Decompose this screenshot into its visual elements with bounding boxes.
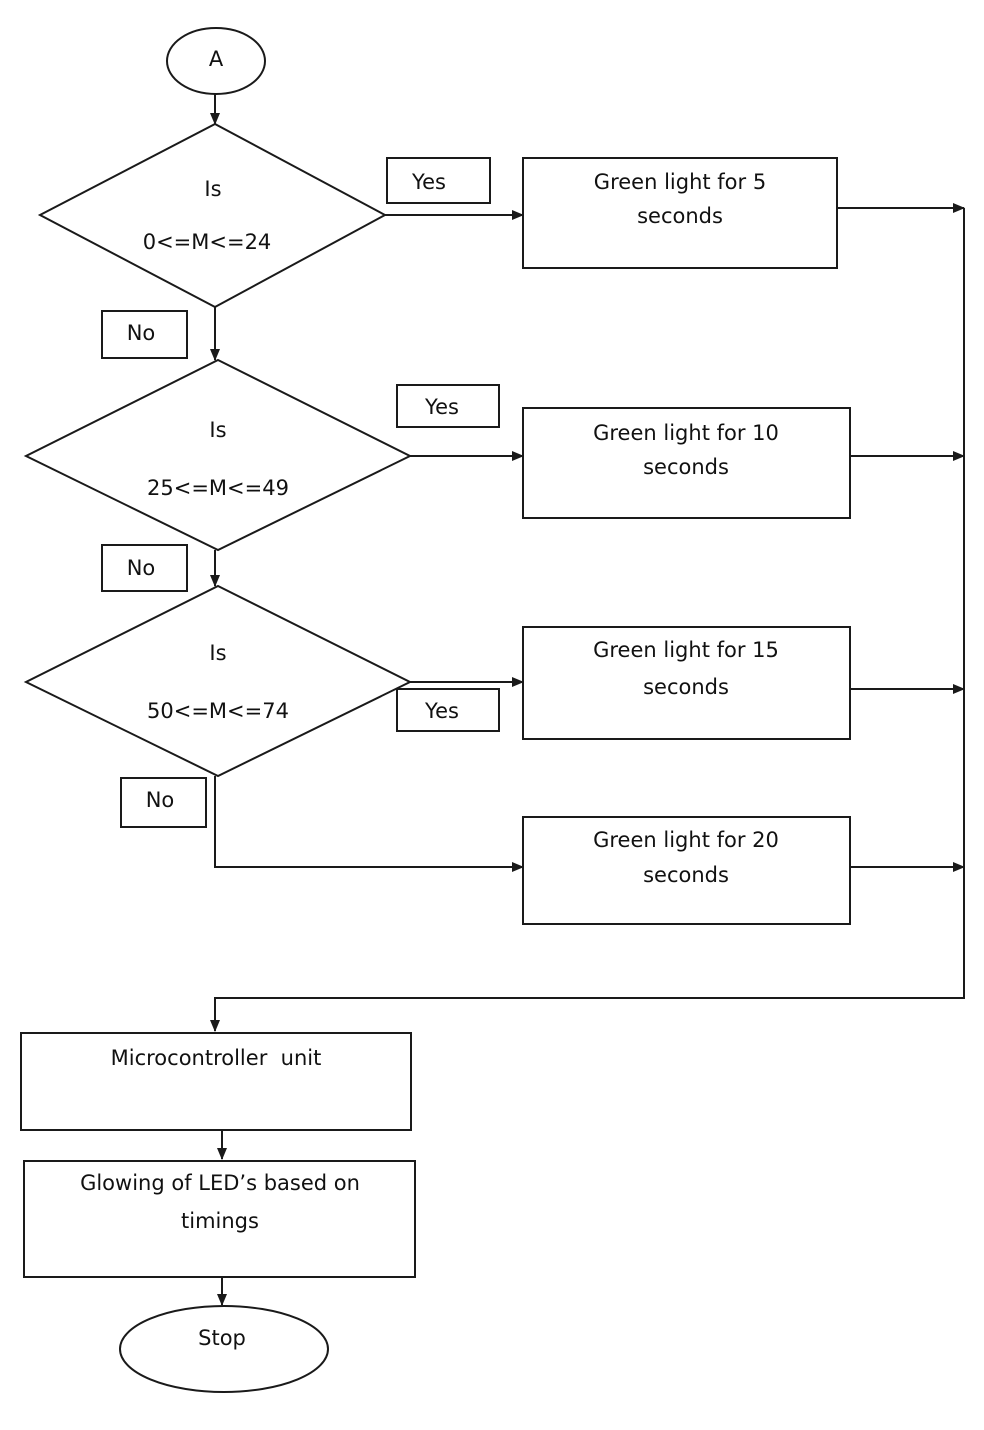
decision-2: Is 25<=M<=49: [23, 358, 413, 552]
no-label-3: No: [120, 777, 207, 828]
decision-1-line-1: Is: [204, 177, 221, 201]
outcome-1-line-1: Green light for 5: [594, 170, 766, 194]
decision-1: Is 0<=M<=24: [37, 122, 388, 309]
decision-3: Is 50<=M<=74: [23, 584, 413, 778]
arrow-bus-to-microcontroller: [210, 208, 965, 1032]
outcome-box-4: Green light for 20 seconds: [522, 816, 851, 925]
yes-label-2-text: Yes: [424, 395, 459, 419]
outcome-box-2: Green light for 10 seconds: [522, 407, 851, 519]
yes-label-1-text: Yes: [411, 170, 446, 194]
yes-label-3: Yes: [396, 688, 500, 732]
outcome-box-3: Green light for 15 seconds: [522, 626, 851, 740]
outcome-2-line-1: Green light for 10: [593, 421, 779, 445]
microcontroller-label: Microcontroller unit: [111, 1046, 322, 1070]
stop-terminal: Stop: [119, 1305, 329, 1393]
glowing-line-2: timings: [181, 1209, 259, 1233]
glowing-line-1: Glowing of LED’s based on: [80, 1171, 360, 1195]
decision-2-line-2: 25<=M<=49: [147, 476, 289, 500]
yes-label-1: Yes: [386, 157, 491, 204]
no-label-3-text: No: [146, 788, 175, 812]
decision-3-line-1: Is: [209, 641, 226, 665]
outcome-1-line-2: seconds: [637, 204, 723, 228]
yes-label-2: Yes: [396, 384, 500, 428]
decision-1-line-2: 0<=M<=24: [143, 230, 272, 254]
stop-label: Stop: [198, 1326, 246, 1350]
start-terminal: A: [166, 27, 266, 95]
no-label-2: No: [101, 544, 188, 592]
decision-3-line-2: 50<=M<=74: [147, 699, 289, 723]
start-label: A: [209, 47, 224, 71]
microcontroller-box: Microcontroller unit: [20, 1032, 412, 1131]
outcome-2-line-2: seconds: [643, 455, 729, 479]
no-label-1: No: [101, 310, 188, 359]
outcome-3-line-2: seconds: [643, 675, 729, 699]
outcome-4-line-2: seconds: [643, 863, 729, 887]
connectors: [210, 94, 965, 1306]
decision-2-line-1: Is: [209, 418, 226, 442]
arrow-no-3: [214, 776, 524, 872]
glowing-box: Glowing of LED’s based on timings: [23, 1160, 416, 1278]
yes-label-3-text: Yes: [424, 699, 459, 723]
outcome-4-line-1: Green light for 20: [593, 828, 779, 852]
outcome-box-1: Green light for 5 seconds: [522, 157, 838, 269]
no-label-2-text: No: [127, 556, 156, 580]
no-label-1-text: No: [127, 321, 156, 345]
outcome-3-line-1: Green light for 15: [593, 638, 779, 662]
